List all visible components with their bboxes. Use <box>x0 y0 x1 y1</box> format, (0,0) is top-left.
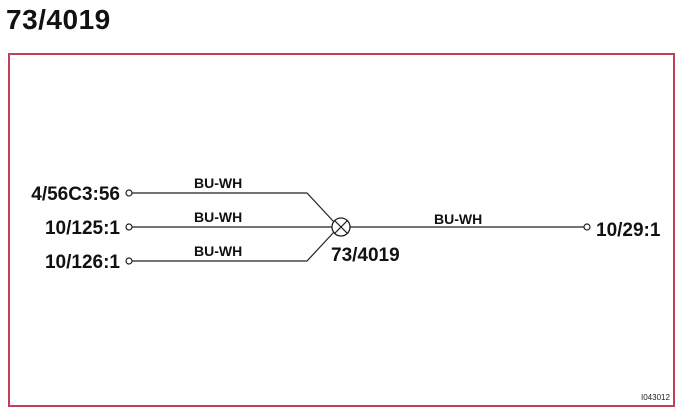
reference-code: I043012 <box>641 393 670 402</box>
wire-1 <box>132 192 335 223</box>
wire-label-1: BU-WH <box>194 175 242 191</box>
connector-label-left-2: 10/125:1 <box>45 218 120 239</box>
connector-pin-left-2 <box>125 223 133 231</box>
wire-label-4: BU-WH <box>434 211 482 227</box>
page-title: 73/4019 <box>6 4 111 35</box>
wire-label-2: BU-WH <box>194 209 242 225</box>
splice-label: 73/4019 <box>331 245 400 266</box>
wire-3 <box>132 231 335 262</box>
connector-label-left-1: 4/56C3:56 <box>31 184 120 205</box>
connector-label-left-3: 10/126:1 <box>45 252 120 273</box>
connector-pin-left-3 <box>125 257 133 265</box>
diagram-frame <box>8 53 675 407</box>
connector-pin-right <box>583 223 591 231</box>
connector-label-right: 10/29:1 <box>596 220 661 241</box>
splice-icon <box>331 217 351 237</box>
connector-pin-left-1 <box>125 189 133 197</box>
wire-label-3: BU-WH <box>194 243 242 259</box>
